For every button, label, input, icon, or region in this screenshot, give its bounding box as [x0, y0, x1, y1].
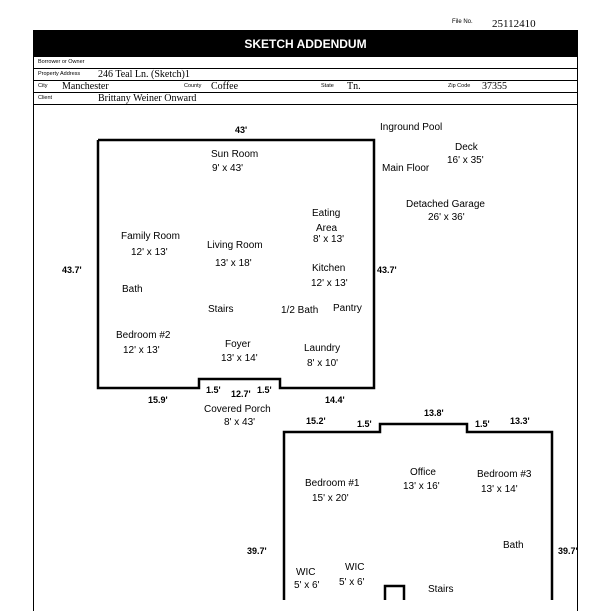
porch-size: 8' x 43' [224, 417, 256, 428]
borrower-label: Borrower or Owner [38, 59, 85, 65]
office-label: Office [410, 467, 436, 478]
dim-porch-left: 1.5' [206, 385, 221, 395]
main-floor-outline [96, 138, 376, 390]
dim-bottom-left: 15.9' [148, 395, 168, 405]
state-value: Tn. [347, 81, 361, 92]
bedroom2-size: 12' x 13' [123, 345, 160, 356]
main-floor-label: Main Floor [382, 163, 430, 174]
deck-size: 16' x 35' [447, 155, 484, 166]
dim-lower-top-right: 13.3' [510, 416, 530, 426]
family-room-size: 12' x 13' [131, 247, 168, 258]
wic2-size: 5' x 6' [339, 577, 365, 588]
kitchen-size: 12' x 13' [311, 278, 348, 289]
dim-lower-right: 39.7' [558, 546, 578, 556]
pantry-label: Pantry [333, 303, 362, 314]
covered-porch-label: Covered Porch [204, 404, 271, 415]
county-value: Coffee [211, 81, 239, 92]
file-no-value: 25112410 [492, 18, 536, 30]
dim-top: 43' [235, 125, 248, 135]
sun-room-size: 9' x 43' [212, 163, 244, 174]
client-value: Brittany Weiner Onward [98, 93, 197, 104]
stairs-opening [383, 584, 406, 600]
garage-size: 26' x 36' [428, 212, 465, 223]
property-label: Property Address [38, 71, 81, 77]
sun-room-label: Sun Room [211, 149, 259, 160]
dim-lower-step-left: 1.5' [357, 419, 372, 429]
living-room-label: Living Room [207, 240, 263, 251]
zip-value: 37355 [482, 81, 507, 92]
city-value: Manchester [62, 81, 109, 92]
wic1-label: WIC [296, 567, 316, 578]
property-value: 246 Teal Ln. (Sketch)1 [98, 69, 190, 80]
zip-label: Zip Code [448, 83, 471, 89]
bath-label: Bath [122, 284, 143, 295]
laundry-size: 8' x 10' [307, 358, 339, 369]
inground-pool-label: Inground Pool [380, 122, 443, 133]
bedroom3-size: 13' x 14' [481, 484, 518, 495]
upper-floor-outline [282, 422, 554, 600]
county-label: County [184, 83, 202, 89]
stairs-label: Stairs [208, 304, 234, 315]
dim-right: 43.7' [377, 265, 397, 275]
half-bath-label: 1/2 Bath [281, 305, 319, 316]
dim-lower-top-mid: 13.8' [424, 408, 444, 418]
sketch-addendum-form: SKETCH ADDENDUM Borrower or Owner Proper… [33, 30, 578, 611]
city-label: City [38, 83, 48, 89]
form-title: SKETCH ADDENDUM [34, 31, 577, 57]
deck-label: Deck [455, 142, 478, 153]
wic2-label: WIC [345, 562, 365, 573]
client-label: Client [38, 95, 53, 101]
dim-lower-step-right: 1.5' [475, 419, 490, 429]
dim-porch-right: 1.5' [257, 385, 272, 395]
living-room-size: 13' x 18' [215, 258, 252, 269]
city-row: City Manchester County Coffee State Tn. … [34, 81, 577, 93]
foyer-label: Foyer [225, 339, 251, 350]
dim-left: 43.7' [62, 265, 82, 275]
eating-area-size: 8' x 13' [313, 234, 345, 245]
family-room-label: Family Room [121, 231, 180, 242]
bedroom1-label: Bedroom #1 [305, 478, 360, 489]
dim-porch-width: 12.7' [231, 389, 251, 399]
file-no-label: File No. [452, 19, 473, 25]
property-row: Property Address 246 Teal Ln. (Sketch)1 [34, 69, 577, 81]
detached-garage-label: Detached Garage [406, 199, 485, 210]
laundry-label: Laundry [304, 343, 341, 354]
eating-area-label-2: Area [316, 223, 338, 234]
bedroom1-size: 15' x 20' [312, 493, 349, 504]
wic1-size: 5' x 6' [294, 580, 320, 591]
dim-lower-left-top: 15.2' [306, 416, 326, 426]
kitchen-label: Kitchen [312, 263, 346, 274]
state-label: State [321, 83, 334, 89]
dim-bottom-right: 14.4' [325, 395, 345, 405]
client-row: Client Brittany Weiner Onward [34, 93, 577, 105]
bedroom3-label: Bedroom #3 [477, 469, 532, 480]
foyer-size: 13' x 14' [221, 353, 258, 364]
upper-stairs-label: Stairs [428, 584, 454, 595]
borrower-row: Borrower or Owner [34, 57, 577, 69]
bedroom2-label: Bedroom #2 [116, 330, 171, 341]
dim-lower-left: 39.7' [247, 546, 267, 556]
eating-area-label-1: Eating [312, 208, 341, 219]
upper-bath-label: Bath [503, 540, 524, 551]
office-size: 13' x 16' [403, 481, 440, 492]
